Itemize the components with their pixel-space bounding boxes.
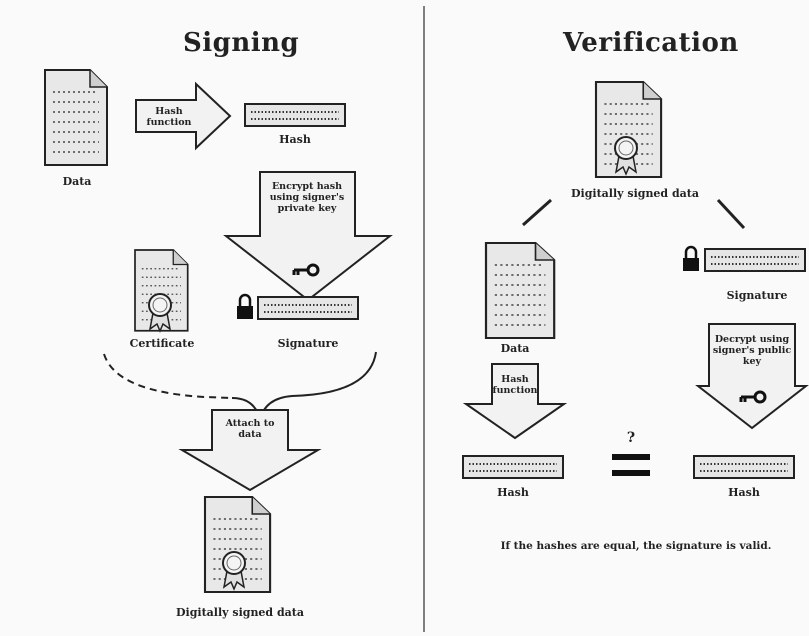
encrypt-label: Encrypt hash using signer's private key bbox=[269, 181, 345, 214]
verification-data-document-icon bbox=[484, 241, 556, 340]
signature-brace bbox=[231, 351, 377, 421]
verification-signed-document-icon bbox=[594, 80, 663, 179]
attach-label: Attach to data bbox=[225, 418, 275, 440]
equals-sign bbox=[612, 454, 650, 476]
verification-hash-right-label: Hash bbox=[728, 486, 760, 499]
branch-line-left bbox=[522, 198, 552, 227]
signature-label: Signature bbox=[277, 337, 339, 350]
verification-title: Verification bbox=[563, 28, 739, 58]
signing-title: Signing bbox=[183, 28, 300, 58]
verification-signature-label: Signature bbox=[726, 289, 788, 302]
signing-signed-data-label: Digitally signed data bbox=[176, 606, 304, 619]
verification-hash-left-label: Hash bbox=[497, 486, 529, 499]
signature-box bbox=[257, 296, 359, 320]
signing-data-document-icon bbox=[44, 69, 108, 166]
verify-hash-function-label: Hash function bbox=[492, 374, 538, 396]
decrypt-label: Decrypt using signer's public key bbox=[712, 334, 792, 367]
decrypt-arrow bbox=[695, 323, 809, 430]
signature-lock-icon bbox=[235, 293, 255, 321]
signing-hash-label: Hash bbox=[279, 133, 311, 146]
verification-data-label: Data bbox=[500, 342, 530, 355]
hash-function-label: Hash function bbox=[146, 106, 192, 128]
signed-document-icon bbox=[203, 495, 272, 594]
attach-arrow bbox=[178, 409, 322, 492]
certificate-icon bbox=[134, 249, 189, 332]
signing-hash-box bbox=[244, 103, 346, 127]
certificate-brace bbox=[103, 353, 233, 399]
branch-line-right bbox=[716, 198, 746, 230]
computed-hash-box bbox=[462, 455, 564, 479]
question-mark: ? bbox=[626, 430, 636, 446]
verification-signed-data-label: Digitally signed data bbox=[571, 187, 699, 200]
verify-hash-arrow bbox=[462, 363, 568, 440]
verification-signature-box bbox=[704, 248, 806, 272]
hash-function-arrow bbox=[135, 81, 232, 151]
decrypted-hash-box bbox=[693, 455, 795, 479]
verification-conclusion: If the hashes are equal, the signature i… bbox=[500, 540, 772, 552]
certificate-label: Certificate bbox=[129, 337, 195, 350]
encrypt-arrow bbox=[223, 171, 393, 302]
signing-data-label: Data bbox=[62, 175, 92, 188]
verification-signature-lock-icon bbox=[681, 245, 701, 273]
